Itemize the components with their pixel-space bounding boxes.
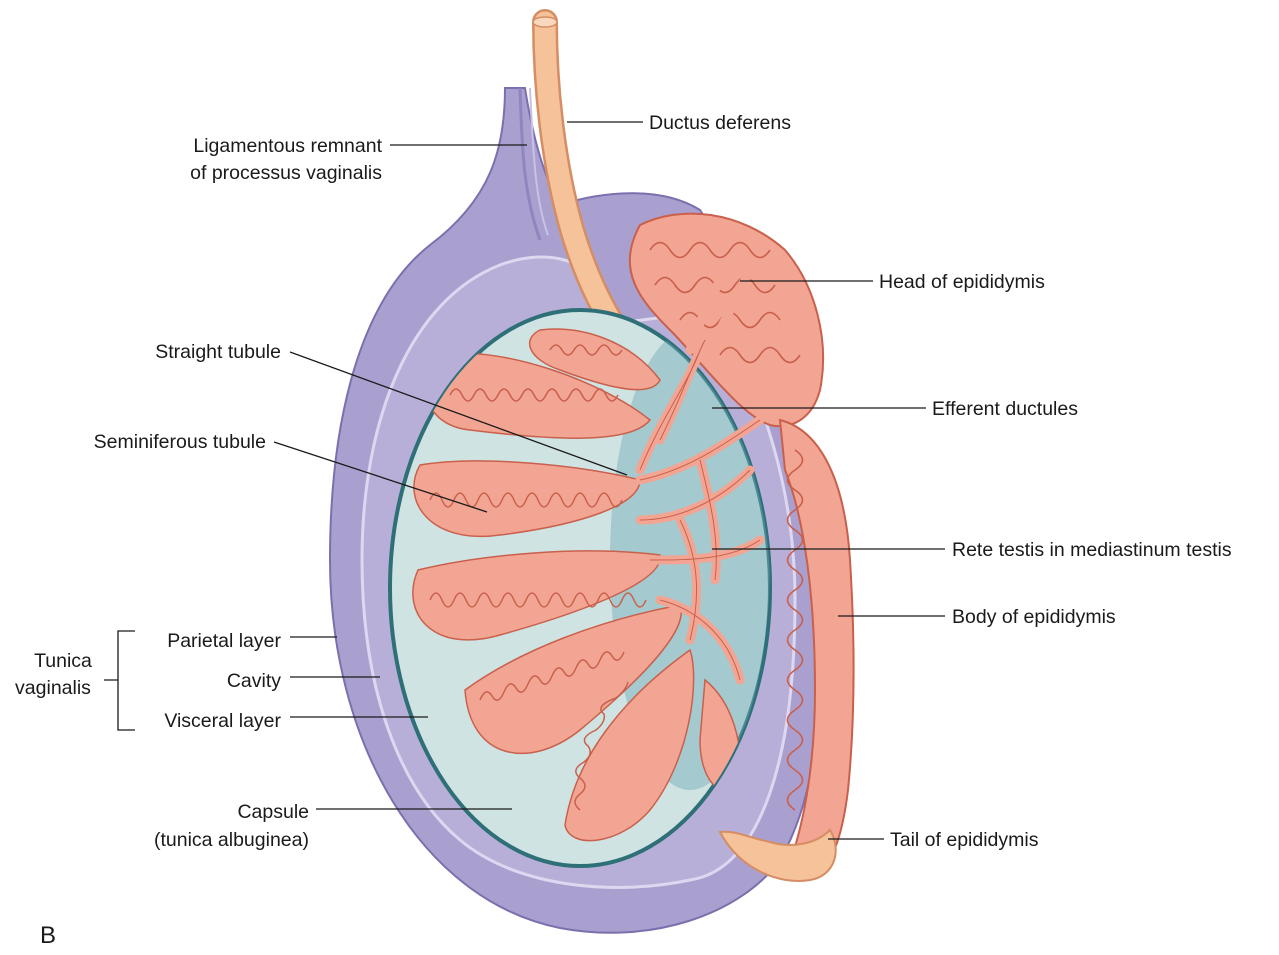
label-efferent-ductules: Efferent ductules bbox=[932, 398, 1078, 420]
label-head-of-epididymis: Head of epididymis bbox=[879, 271, 1045, 293]
seminiferous-lobules bbox=[412, 328, 742, 842]
label-tail-of-epididymis: Tail of epididymis bbox=[890, 829, 1039, 851]
label-ductus-deferens: Ductus deferens bbox=[649, 112, 791, 134]
label-capsule-line2: (tunica albuginea) bbox=[154, 829, 309, 851]
label-visceral-layer: Visceral layer bbox=[164, 710, 281, 732]
lobule-4 bbox=[412, 550, 661, 641]
leader-lines bbox=[104, 121, 945, 840]
rete-testis-network bbox=[635, 265, 765, 685]
testis bbox=[388, 265, 772, 868]
label-straight-tubule: Straight tubule bbox=[155, 341, 281, 363]
ductus-deferens-lumen bbox=[532, 16, 558, 28]
ligamentous-remnant-strand bbox=[518, 87, 542, 241]
label-seminiferous-tubule: Seminiferous tubule bbox=[94, 431, 266, 453]
ligamentous-remnant-strand-2 bbox=[529, 87, 549, 236]
lobule-1 bbox=[528, 328, 661, 391]
label-body-of-epididymis: Body of epididymis bbox=[952, 606, 1116, 628]
tail-of-epididymis-shape bbox=[718, 828, 837, 882]
panel-letter: B bbox=[40, 922, 56, 949]
label-tunica-vaginalis-line2: vaginalis bbox=[15, 677, 91, 699]
lobule-5 bbox=[464, 604, 682, 755]
leader-seminiferous-tubule bbox=[273, 441, 488, 513]
leader-straight-tubule bbox=[289, 351, 628, 476]
label-ligamentous-remnant-line2: of processus vaginalis bbox=[190, 162, 382, 184]
tunica-vaginalis-bracket bbox=[104, 630, 135, 731]
label-parietal-layer: Parietal layer bbox=[167, 630, 281, 652]
label-capsule-line1: Capsule bbox=[237, 801, 309, 823]
label-rete-testis: Rete testis in mediastinum testis bbox=[952, 539, 1232, 561]
lobule-coils bbox=[429, 344, 647, 811]
labels: Ligamentous remnant of processus vaginal… bbox=[15, 112, 1232, 949]
label-tunica-vaginalis-line1: Tunica bbox=[34, 650, 92, 672]
label-cavity: Cavity bbox=[227, 670, 281, 692]
label-ligamentous-remnant-line1: Ligamentous remnant bbox=[193, 135, 382, 157]
lobule-6 bbox=[564, 648, 695, 842]
